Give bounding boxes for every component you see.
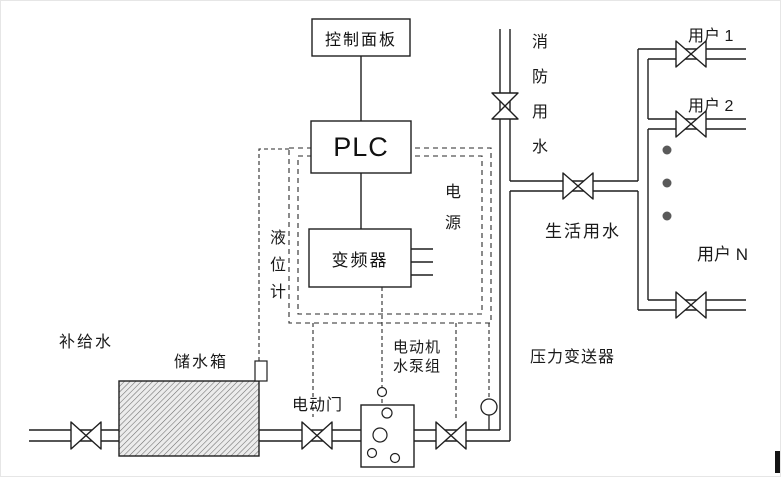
domestic-water-valve-icon [562,172,594,200]
electric-door-valve-icon [301,421,333,450]
signal-lines [258,148,490,420]
ellipsis-dots-icon [662,145,672,221]
pump-group-label: 水泵组 [393,358,442,375]
pressure-transmitter-icon [480,398,498,430]
boxes [308,18,412,288]
electrical-connectors [360,56,433,276]
makeup-water-label: 补给水 [59,334,114,351]
pump-outlet-valve-icon [435,421,467,450]
plc-label: PLC [333,131,389,162]
control-panel-box [311,18,411,57]
makeup-valve-icon [70,421,102,450]
control-panel-label: 控制面板 [324,31,397,49]
pump-group-symbol [360,386,415,468]
user-2-label: 用户 2 [688,98,734,115]
user1-valve-icon [675,40,707,68]
storage-tank-symbol [118,360,268,457]
electric-door-label: 电动门 [292,397,344,414]
level-gauge-signal-line [258,148,289,361]
inverter-box [308,228,412,288]
user-1-label: 用户 1 [688,28,734,45]
level-gauge-label: 液位计 [267,229,284,310]
domestic-water-label: 生活用水 [545,222,621,241]
plc-box [310,120,412,174]
level-sensor-icon [254,360,268,382]
user-n-label: 用户 N [697,245,748,264]
motor-label: 电动机 [393,339,442,356]
fire-water-label: 消防用水 [529,33,546,173]
inverter-label: 变频器 [331,250,389,270]
motor-pump-label: 电动机 水泵组 [393,338,441,376]
pressure-transmitter-label: 压力变送器 [530,349,616,366]
userN-valve-icon [675,291,707,319]
edge-artifact [775,451,780,473]
power-supply-label: 电源 [442,183,459,245]
storage-tank-label: 储水箱 [174,354,229,371]
user2-valve-icon [675,110,707,138]
fire-water-valve-icon [491,92,519,120]
